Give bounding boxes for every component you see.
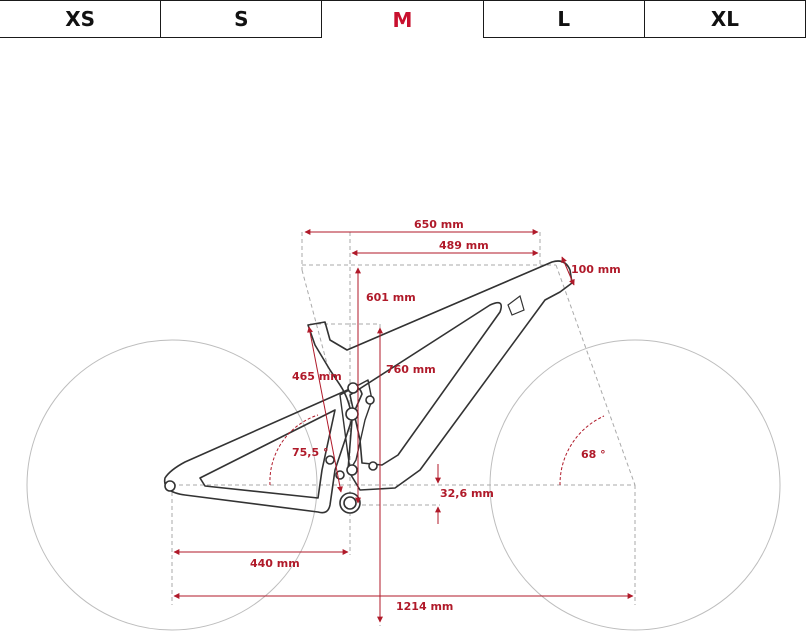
geometry-diagram: 650 mm 489 mm 100 mm 601 mm 465 mm 760 m… [26,218,781,631]
dim-head-tube: 100 mm [571,263,621,276]
dim-reach: 489 mm [439,239,489,252]
size-tab-m[interactable]: M [322,0,484,38]
size-tab-s[interactable]: S [161,0,323,38]
dim-bb-drop: 32,6 mm [440,487,494,500]
dim-stack: 601 mm [366,291,416,304]
frame-pivots [164,294,525,514]
dim-chainstay: 440 mm [250,557,300,570]
dim-head-angle: 68 ° [581,448,606,461]
size-tab-xl[interactable]: XL [644,0,806,38]
dim-seat-angle: 75,5 ° [292,446,328,459]
dim-reach-total: 650 mm [414,218,464,231]
size-tab-l[interactable]: L [483,0,645,38]
dim-seat-tube: 465 mm [292,370,342,383]
dim-wheelbase: 1214 mm [396,600,453,613]
dimension-lines [173,229,634,623]
dim-stand-over: 760 mm [386,363,436,376]
size-tabs: XS S M L XL [0,0,806,40]
size-tab-xs[interactable]: XS [0,0,162,38]
